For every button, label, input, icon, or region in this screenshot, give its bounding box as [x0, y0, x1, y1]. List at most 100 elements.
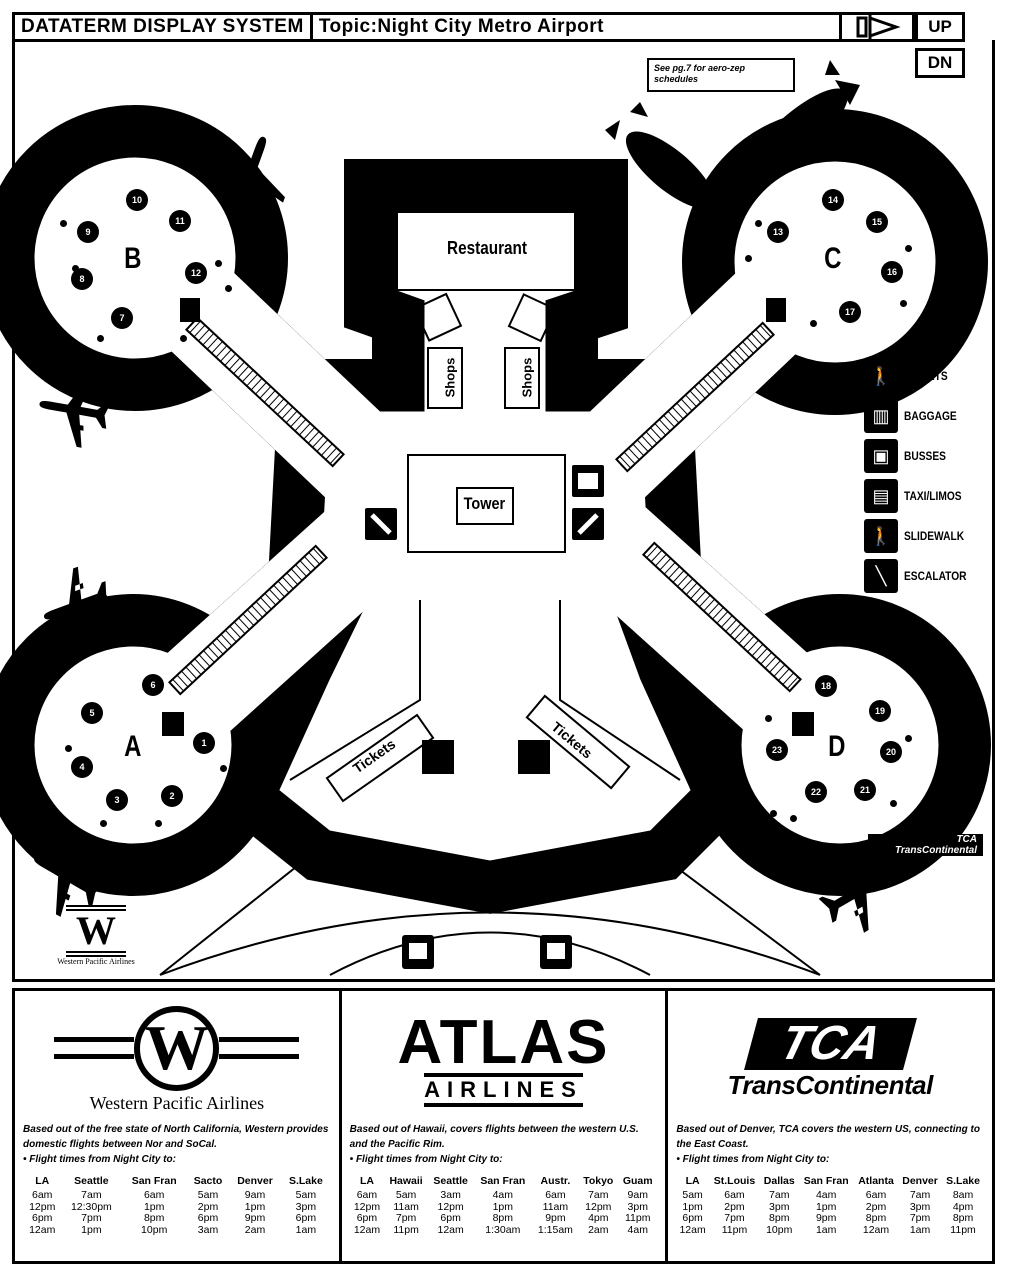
- table-cell: 4pm: [588, 1212, 609, 1224]
- gate-10[interactable]: 10: [126, 189, 148, 211]
- table-cell: 6pm: [32, 1212, 53, 1224]
- gate-marker: [900, 300, 907, 307]
- column-header: Dallas: [763, 1175, 795, 1187]
- gate-marker: [155, 820, 162, 827]
- table-cell: 12am: [353, 1223, 381, 1236]
- gate-marker: [890, 800, 897, 807]
- table-cell: 2am: [588, 1223, 609, 1236]
- table-cell: 12pm: [29, 1200, 56, 1213]
- aero-zep-icon: [605, 102, 715, 209]
- gate-21[interactable]: 21: [854, 779, 876, 801]
- gate-19[interactable]: 19: [869, 700, 891, 722]
- concourse-d-label: D: [828, 730, 846, 763]
- table-cell: 4am: [492, 1189, 514, 1201]
- table-cell: 7am: [588, 1189, 609, 1201]
- table-cell: 8pm: [143, 1212, 165, 1224]
- table-cell: 1:15am: [537, 1223, 573, 1236]
- gate-13[interactable]: 13: [767, 221, 789, 243]
- gate-6[interactable]: 6: [142, 674, 164, 696]
- gate-16[interactable]: 16: [881, 261, 903, 283]
- table-cell: 1am: [295, 1223, 317, 1236]
- table-cell: 3am: [197, 1223, 219, 1236]
- gate-marker: [770, 810, 777, 817]
- table-cell: 6am: [32, 1189, 53, 1201]
- shops-left: [427, 347, 463, 409]
- table-cell: 1pm: [143, 1200, 165, 1213]
- table-cell: 1am: [815, 1223, 837, 1236]
- gate-17[interactable]: 17: [839, 301, 861, 323]
- table-cell: 12am: [862, 1223, 890, 1236]
- legend-label: ESCALATOR: [904, 569, 967, 583]
- table-cell: 8pm: [769, 1212, 790, 1224]
- table-cell: 3pm: [295, 1200, 317, 1213]
- column-header: Seattle: [74, 1175, 109, 1187]
- gate-4[interactable]: 4: [71, 756, 93, 778]
- table-cell: 7pm: [395, 1212, 417, 1224]
- gate-23[interactable]: 23: [766, 739, 788, 761]
- table-cell: 4am: [627, 1223, 648, 1236]
- table-cell: 7am: [81, 1189, 102, 1201]
- table-cell: 7pm: [724, 1212, 745, 1224]
- gate-2[interactable]: 2: [161, 785, 183, 807]
- airline-tca: TCA TransContinental Based out of Denver…: [668, 991, 992, 1261]
- column-header: San Fran: [480, 1175, 526, 1187]
- tower-label: Tower: [463, 494, 506, 513]
- aero-zep-icon: [752, 60, 860, 172]
- table-cell: 8am: [952, 1189, 974, 1201]
- column-header: S.Lake: [288, 1175, 323, 1187]
- table-cell: 6am: [865, 1189, 887, 1201]
- parking-label: To Parking Structure & Freeway: [430, 874, 540, 896]
- gate-5[interactable]: 5: [81, 702, 103, 724]
- tickets-icon: 🚶: [864, 359, 898, 393]
- gate-marker: [790, 815, 797, 822]
- tca-logo: TCA TransContinental: [727, 1017, 934, 1100]
- gate-22[interactable]: 22: [805, 781, 827, 803]
- gate-marker: [765, 715, 772, 722]
- gate-15[interactable]: 15: [866, 211, 888, 233]
- concourse-c-label: C: [824, 242, 842, 275]
- table-cell: 11pm: [950, 1223, 976, 1236]
- table-cell: 5am: [682, 1189, 703, 1201]
- column-header: Guam: [622, 1175, 653, 1187]
- tower-building: [407, 454, 566, 553]
- column-header: San Fran: [803, 1175, 849, 1187]
- gate-8[interactable]: 8: [71, 268, 93, 290]
- table-cell: 1:30am: [485, 1223, 521, 1236]
- gate-marker: [225, 285, 232, 292]
- column-header: Tokyo: [583, 1175, 614, 1187]
- gate-9[interactable]: 9: [77, 221, 99, 243]
- gate-18[interactable]: 18: [815, 675, 837, 697]
- column-header: S.Lake: [946, 1175, 980, 1187]
- gate-11[interactable]: 11: [169, 210, 191, 232]
- table-cell: 4am: [815, 1189, 837, 1201]
- next-icon[interactable]: [852, 15, 902, 39]
- airline-description: Based out of the free state of North Cal…: [23, 1124, 329, 1150]
- legend-label: BAGGAGE: [904, 409, 957, 423]
- gate-14[interactable]: 14: [822, 189, 844, 211]
- airline-western: W Western Pacific Airlines Based out of …: [15, 991, 342, 1261]
- gate-1[interactable]: 1: [193, 732, 215, 754]
- gate-12[interactable]: 12: [185, 262, 207, 284]
- gate-7[interactable]: 7: [111, 307, 133, 329]
- gate-20[interactable]: 20: [880, 741, 902, 763]
- map-icons: [162, 298, 814, 969]
- table-cell: 8pm: [492, 1212, 514, 1224]
- gate-3[interactable]: 3: [106, 789, 128, 811]
- play-control[interactable]: [842, 15, 912, 39]
- gate-marker: [60, 220, 67, 227]
- scroll-down-button[interactable]: DN: [915, 48, 965, 78]
- legend-item: ▣BUSSES: [864, 436, 978, 476]
- scroll-up-button[interactable]: UP: [915, 12, 965, 42]
- slidewalks: [167, 316, 803, 696]
- table-cell: 11am: [393, 1200, 419, 1213]
- table-cell: 8pm: [952, 1212, 974, 1224]
- legend-item: ▤TAXI/LIMOS: [864, 476, 978, 516]
